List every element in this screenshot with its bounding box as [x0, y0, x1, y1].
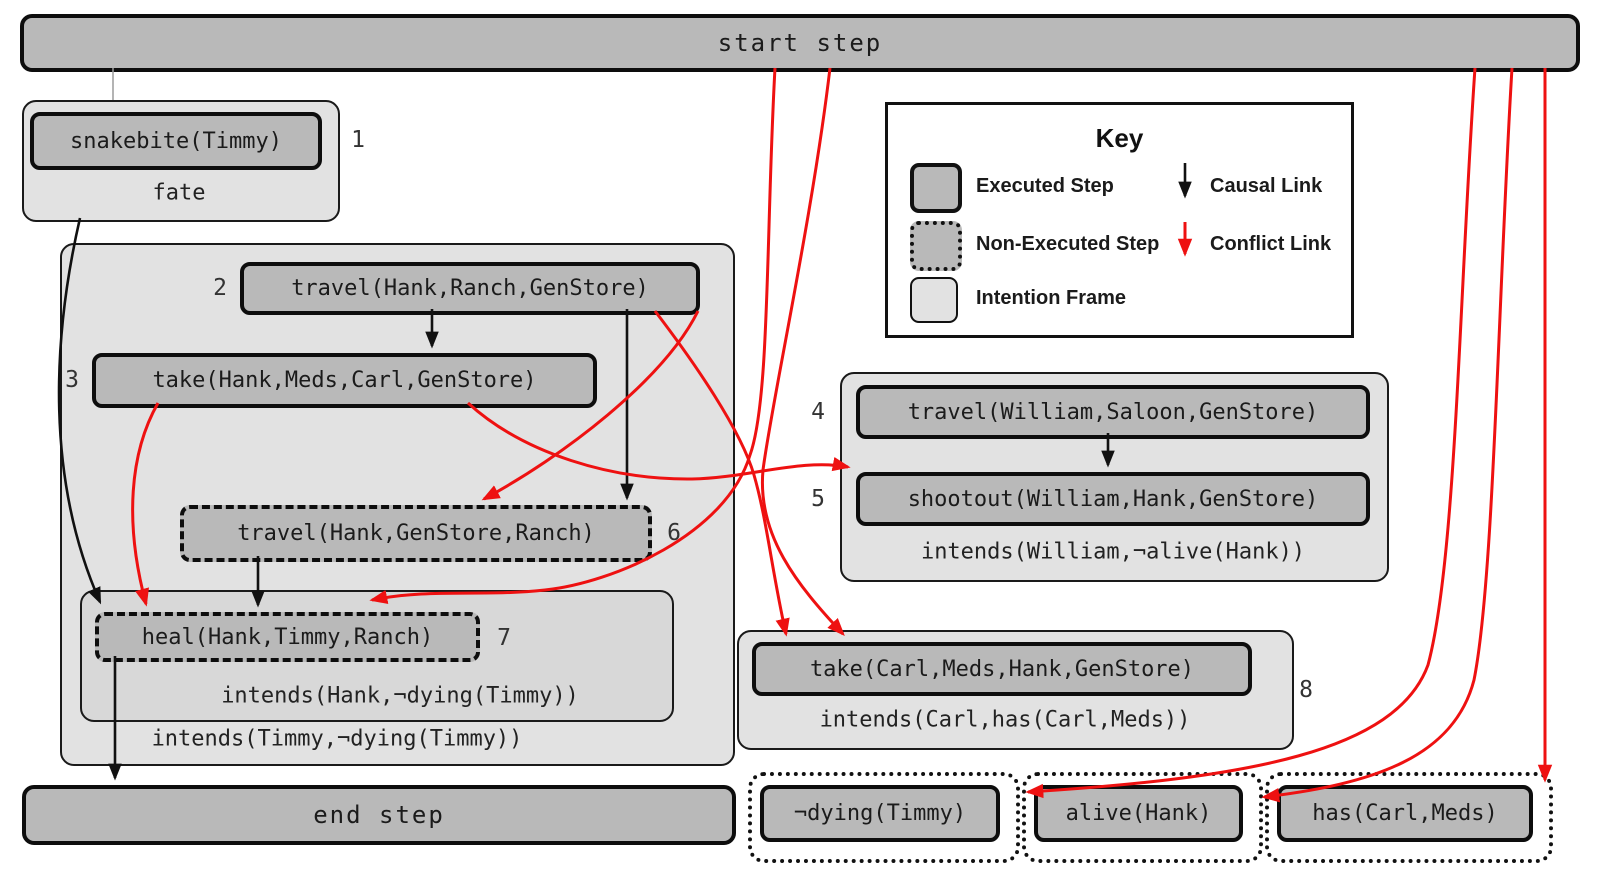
take-carl-meds-step: take(Carl,Meds,Hank,GenStore)	[752, 642, 1252, 696]
key-panel: Key Executed Step Non-Executed Step Inte…	[885, 102, 1354, 338]
goal-has-box: has(Carl,Meds)	[1277, 785, 1533, 842]
step-number-3: 3	[65, 367, 79, 393]
travel-hank-return-step: travel(Hank,GenStore,Ranch)	[180, 505, 652, 562]
travel-william-step: travel(William,Saloon,GenStore)	[856, 385, 1370, 439]
key-conflict-label: Conflict Link	[1210, 233, 1332, 255]
goal-alive-box: alive(Hank)	[1034, 785, 1243, 842]
step-number-1: 1	[351, 127, 365, 153]
key-title: Key	[1095, 123, 1144, 153]
step-number-7: 7	[497, 625, 511, 651]
goal-dying-box: ¬dying(Timmy)	[760, 785, 1000, 842]
carl-frame-label: intends(Carl,has(Carl,Meds))	[819, 707, 1191, 733]
william-frame-label: intends(William,¬alive(Hank))	[920, 539, 1306, 565]
step-number-2: 2	[213, 275, 227, 301]
key-executed-swatch	[910, 163, 962, 213]
take-hank-meds-step: take(Hank,Meds,Carl,GenStore)	[92, 353, 597, 408]
key-intention-label: Intention Frame	[976, 287, 1127, 309]
heal-step: heal(Hank,Timmy,Ranch)	[95, 612, 480, 662]
snakebite-step: snakebite(Timmy)	[30, 112, 322, 170]
timmy-frame-label: intends(Timmy,¬dying(Timmy))	[151, 726, 523, 752]
end-step-bar: end step	[22, 785, 736, 845]
conflict-link-start-take8	[760, 67, 845, 636]
travel-hank-to-genstore-step: travel(Hank,Ranch,GenStore)	[240, 262, 700, 315]
key-nonexecuted-label: Non-Executed Step	[976, 233, 1160, 255]
key-executed-label: Executed Step	[976, 175, 1114, 197]
key-nonexecuted-swatch	[910, 221, 962, 271]
step-number-6: 6	[667, 520, 681, 546]
step-number-8: 8	[1299, 677, 1313, 703]
key-causal-label: Causal Link	[1210, 175, 1323, 197]
fate-frame-label: fate	[152, 180, 206, 206]
step-number-4: 4	[811, 399, 825, 425]
hank-frame-label: intends(Hank,¬dying(Timmy))	[221, 683, 579, 709]
shootout-step: shootout(William,Hank,GenStore)	[856, 472, 1370, 526]
step-number-5: 5	[811, 486, 825, 512]
start-step-bar: start step	[20, 14, 1580, 72]
key-intention-swatch	[910, 277, 958, 323]
